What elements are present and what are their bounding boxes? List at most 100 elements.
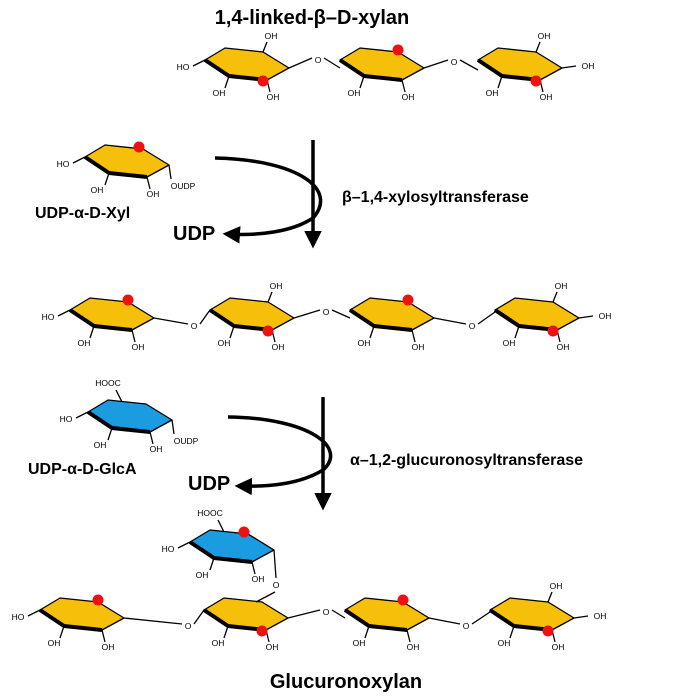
udp-released-label-1: UDP	[173, 223, 215, 245]
bond-line	[217, 519, 225, 533]
hydroxyl-label: OH	[147, 189, 160, 199]
bond-line	[331, 609, 346, 619]
hydroxyl-label: OH	[555, 281, 568, 291]
bond-line	[168, 164, 172, 180]
red-marker	[402, 294, 414, 306]
hydroxyl-label: OH	[538, 31, 551, 41]
hydroxyl-label: OH	[582, 61, 595, 71]
hydroxyl-label: HO	[60, 414, 73, 424]
bond-line	[401, 79, 406, 93]
hydroxyl-label: OH	[503, 338, 516, 348]
bond-line	[433, 317, 467, 325]
glycosidic-oxygen-label: O	[451, 57, 458, 67]
red-marker	[256, 625, 268, 637]
udp-xylose-ring	[84, 144, 170, 178]
red-marker	[238, 526, 250, 538]
red-marker	[530, 75, 542, 87]
oudp-label: OUDP	[174, 436, 199, 446]
bond-line	[101, 629, 106, 643]
hydroxyl-label: HO	[12, 612, 25, 622]
bond-line	[406, 629, 411, 643]
glucuronosyltransferase-label: α–1,2-glucuronosyltransferase	[350, 452, 583, 469]
xylose-ring	[494, 297, 580, 331]
bond-line	[477, 311, 496, 325]
bond-line	[193, 609, 205, 625]
bond-line	[293, 309, 321, 319]
hydroxyl-label: HO	[42, 312, 55, 322]
bond-line	[223, 625, 229, 639]
bond-line	[267, 291, 273, 303]
xylose-ring	[204, 47, 290, 81]
hydroxyl-label: OH	[252, 574, 265, 584]
hydroxyl-label: OH	[212, 638, 225, 648]
hydroxyl-label: OH	[267, 92, 280, 102]
xylose-ring	[69, 297, 155, 331]
bond-line	[552, 291, 558, 303]
bond-line	[123, 617, 183, 625]
xylosyltransferase-label: β–1,4-xylosyltransferase	[342, 189, 529, 206]
bond-line	[199, 309, 211, 325]
bond-line	[573, 615, 589, 619]
bond-line	[192, 59, 206, 67]
hydroxyl-label: OH	[150, 444, 163, 454]
udp-glca-label: UDP-α-D-GlcA	[28, 461, 137, 478]
red-marker	[262, 325, 274, 337]
hydroxyl-label: OH	[348, 88, 361, 98]
red-marker	[547, 325, 559, 337]
bond-line	[251, 561, 256, 575]
udp-xyl-label: UDP-α-D-Xyl	[35, 205, 130, 222]
hydroxyl-label: OH	[196, 570, 209, 580]
bond-line	[59, 625, 65, 639]
hydroxyl-label: OH	[78, 338, 91, 348]
bond-line	[149, 431, 154, 445]
bond-line	[255, 591, 276, 603]
glycosidic-oxygen-label: O	[469, 321, 476, 331]
top-title: 1,4-linked-β–D-xylan	[215, 7, 410, 29]
xylose-ring	[344, 597, 430, 631]
oudp-label: OUDP	[171, 181, 196, 191]
hydroxyl-label: OH	[48, 638, 61, 648]
bond-line	[561, 65, 577, 69]
red-marker	[92, 594, 104, 606]
bond-line	[115, 389, 123, 403]
hydroxyl-label: OH	[407, 642, 420, 652]
bond-line	[364, 625, 370, 639]
xylose-ring	[349, 297, 435, 331]
bond-line	[171, 419, 175, 435]
bond-line	[229, 325, 235, 339]
bond-line	[177, 541, 191, 549]
red-marker	[257, 75, 269, 87]
bond-line	[27, 609, 41, 617]
bond-line	[428, 617, 461, 625]
hydroxyl-label: OH	[552, 642, 565, 652]
hydroxyl-label: HO	[162, 544, 175, 554]
xylose-ring	[209, 297, 295, 331]
hydroxyl-label: OH	[486, 88, 499, 98]
hydroxyl-label: OH	[557, 342, 570, 352]
hydroxyl-label: OH	[132, 342, 145, 352]
bond-line	[514, 325, 520, 339]
hydroxyl-label: OH	[412, 342, 425, 352]
hydroxyl-label: OH	[402, 92, 415, 102]
bond-line	[509, 625, 515, 639]
hydroxyl-label: OH	[272, 342, 285, 352]
xylose-ring	[489, 597, 575, 631]
red-marker	[542, 625, 554, 637]
bottom-title: Glucuronoxylan	[270, 671, 422, 693]
red-marker	[397, 594, 409, 606]
hydroxyl-label: OH	[265, 31, 278, 41]
glycosidic-oxygen-label: O	[315, 55, 322, 65]
xylose-ring	[39, 597, 125, 631]
red-marker	[133, 141, 145, 153]
reaction-arrow-1	[214, 140, 323, 249]
bond-line	[331, 309, 351, 319]
bond-line	[209, 557, 215, 571]
bond-line	[288, 57, 313, 69]
bond-line	[146, 176, 151, 190]
xylose-ring	[477, 47, 563, 81]
hydroxyl-label: OH	[213, 88, 226, 98]
glycosidic-oxygen-label: O	[185, 621, 192, 631]
hydroxyl-label: OH	[91, 185, 104, 195]
